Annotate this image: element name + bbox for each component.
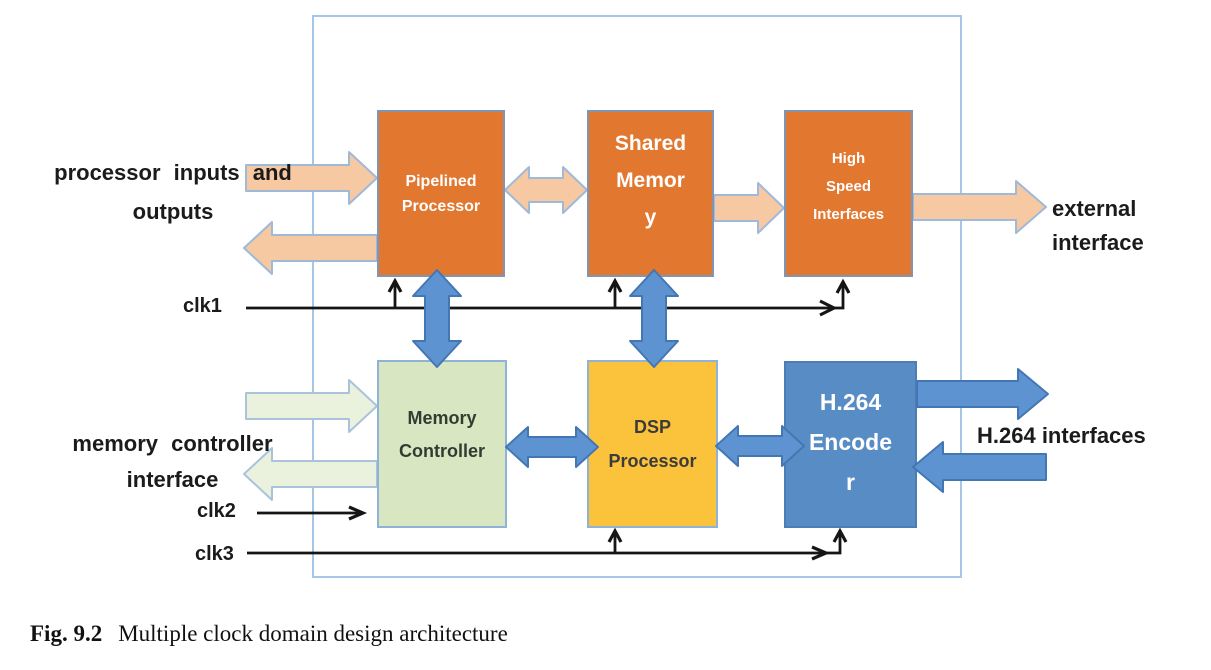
block-label-line: Processor [401,197,481,215]
block-high-speed-interfaces: High Speed Interfaces [784,110,913,277]
block-label-line: Speed [825,177,871,195]
block-pipelined-processor: Pipelined Processor [377,110,505,277]
block-label-line: Interfaces [813,205,884,223]
block-label-line: Processor [608,451,697,471]
design-boundary-box [312,15,962,578]
block-label-line: Encode [808,428,893,455]
block-label-line: y [644,206,657,229]
clk3-label: clk3 [195,543,234,565]
figure-caption: Fig. 9.2 Multiple clock domain design arc… [30,621,508,647]
clk1-label: clk1 [183,295,222,317]
block-label-line: Memor [616,169,685,192]
external-interface-label-line1: external [1052,196,1137,221]
memory-controller-label-line2: interface [126,467,219,492]
block-label-line: High [831,149,866,167]
block-label-line: Memory [407,408,477,428]
block-h264-encoder: H.264 Encode r [784,361,917,528]
figure-caption-number: Fig. 9.2 [30,621,103,646]
block-memory-controller: Memory Controller [377,360,507,528]
block-label-line: DSP [633,417,671,437]
clk2-label: clk2 [197,500,236,522]
block-label-line: Shared [614,132,687,155]
block-label-line: r [846,468,855,495]
block-label-line: Pipelined [405,172,477,190]
figure-caption-text: Multiple clock domain design architectur… [118,621,508,646]
external-interface-label: external interface [1052,192,1211,260]
processor-io-label-line1: processor [54,160,161,185]
block-label-line: Controller [398,441,485,461]
memory-controller-label-line1: memory controller [72,431,273,456]
block-label-line: H.264 [819,388,882,415]
h264-interfaces-label: H.264 interfaces [977,423,1146,448]
external-interface-label-line2: interface [1052,230,1144,255]
block-shared-memory: Shared Memor y [587,110,714,277]
block-dsp-processor: DSP Processor [587,360,718,528]
memory-controller-interface-label: memory controller interface [30,426,315,498]
processor-io-label-line2: inputs and outputs [132,160,292,224]
processor-io-label: processor inputs and outputs [18,153,328,231]
